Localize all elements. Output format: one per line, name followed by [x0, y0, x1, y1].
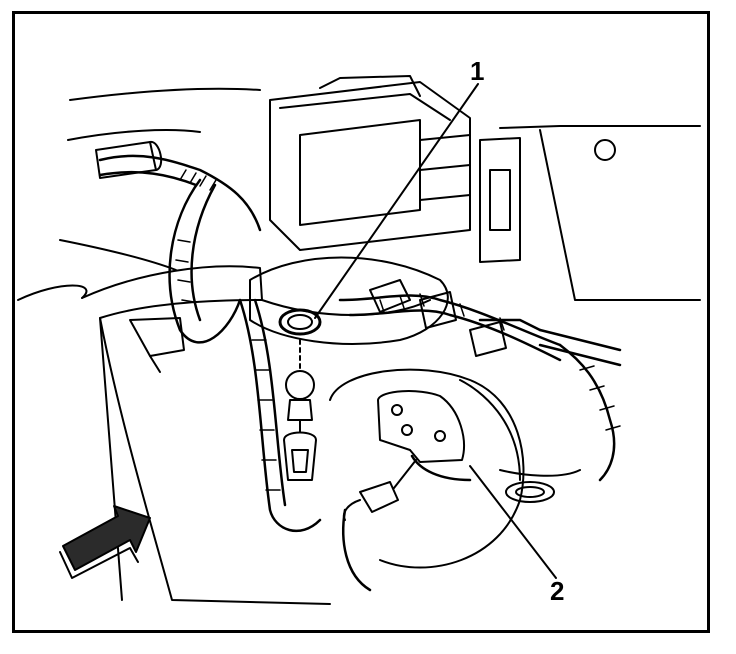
plug-assembly: [283, 339, 317, 481]
callout-1-leader: [314, 83, 479, 319]
leader-lines: [314, 83, 557, 579]
sensor-connector: [342, 390, 472, 521]
harness-connectors: [369, 279, 507, 357]
callout-label-1: 1: [470, 56, 485, 86]
view-direction-arrow-icon: [59, 505, 151, 579]
mount-bracket: [129, 317, 185, 373]
callout-label-2: 2: [550, 576, 565, 606]
control-module: [269, 75, 521, 263]
hose-left: [95, 141, 163, 179]
cowl-lines: [59, 87, 701, 301]
callout-2-leader: [469, 465, 557, 579]
harness-wrap-texture: [175, 169, 621, 491]
lower-component: [329, 368, 581, 569]
wiring-harness: [98, 154, 622, 592]
grommet: [278, 308, 322, 336]
